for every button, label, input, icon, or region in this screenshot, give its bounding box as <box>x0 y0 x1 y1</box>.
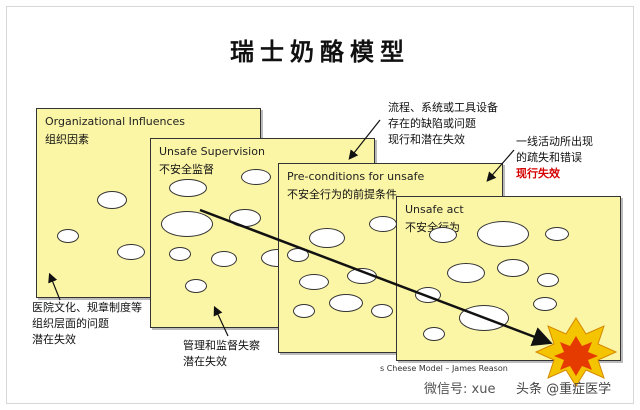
note-line: 管理和监督失察 <box>183 339 260 352</box>
cheese-hole <box>309 228 345 248</box>
pointer-arrow <box>348 119 381 160</box>
cheese-hole <box>447 263 485 283</box>
note-line: 现行和潜在失效 <box>388 133 465 146</box>
slice-label-en: Pre-conditions for unsafe <box>287 170 425 183</box>
cheese-hole <box>497 259 529 277</box>
watermark-toutiao: 头条 @重症医学 <box>516 382 612 397</box>
source-credit: s Cheese Model – James Reason <box>380 364 508 373</box>
cheese-hole <box>161 211 213 237</box>
note-line: 医院文化、规章制度等 <box>32 301 142 314</box>
note-line: 潜在失效 <box>183 355 227 368</box>
note-organizational: 医院文化、规章制度等 组织层面的问题 潜在失效 <box>32 300 142 348</box>
cheese-hole <box>371 304 393 318</box>
cheese-hole <box>329 294 363 312</box>
cheese-hole <box>185 279 207 293</box>
cheese-hole <box>429 227 457 243</box>
slice-label-en: Organizational Influences <box>45 115 186 128</box>
explosion-starburst-icon <box>534 317 618 387</box>
note-line-red: 现行失效 <box>516 167 560 180</box>
slice-label-zh: 不安全行为的前提条件 <box>287 188 397 201</box>
cheese-hole <box>211 251 237 267</box>
note-line: 组织层面的问题 <box>32 317 109 330</box>
cheese-hole <box>299 274 329 290</box>
cheese-hole <box>57 229 79 243</box>
note-process-flaws: 流程、系统或工具设备 存在的缺陷或问题 现行和潜在失效 <box>388 100 498 148</box>
pointer-arrow <box>486 149 515 182</box>
note-frontline-errors: 一线活动所出现 的疏失和错误 现行失效 <box>516 134 593 182</box>
note-line: 的疏失和错误 <box>516 151 582 164</box>
cheese-hole <box>241 169 271 185</box>
note-line: 存在的缺陷或问题 <box>388 117 476 130</box>
cheese-hole <box>117 244 145 260</box>
diagram-title: 瑞士奶酪模型 <box>230 38 410 66</box>
cheese-hole <box>423 327 445 341</box>
pointer-arrow <box>213 305 229 337</box>
note-line: 潜在失效 <box>32 333 76 346</box>
slice-label-zh: 不安全监督 <box>159 163 214 176</box>
note-line: 一线活动所出现 <box>516 135 593 148</box>
slice-label-zh: 组织因素 <box>45 133 89 146</box>
note-line: 流程、系统或工具设备 <box>388 101 498 114</box>
slice-label-en: Unsafe Supervision <box>159 145 265 158</box>
cheese-hole <box>293 304 315 318</box>
cheese-hole <box>477 221 529 247</box>
cheese-slice-unsafe-act: Unsafe act 不安全行为 <box>396 196 621 361</box>
pointer-arrow <box>48 272 61 301</box>
watermark-wechat: 微信号: xue <box>424 382 496 397</box>
note-supervision: 管理和监督失察 潜在失效 <box>183 338 260 370</box>
cheese-hole <box>537 273 559 287</box>
cheese-hole <box>545 227 569 241</box>
cheese-hole <box>97 191 127 209</box>
cheese-hole <box>533 297 557 311</box>
slice-label-en: Unsafe act <box>405 203 464 216</box>
cheese-hole <box>169 179 207 197</box>
cheese-hole <box>169 247 191 261</box>
accident-trajectory-arrow <box>199 208 553 347</box>
